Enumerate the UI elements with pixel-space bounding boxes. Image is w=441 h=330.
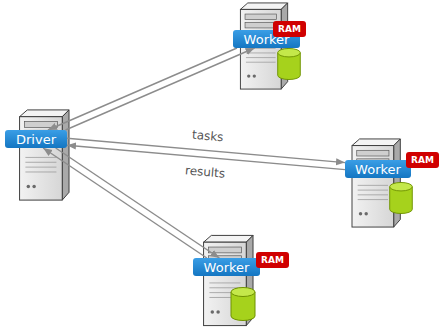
node-title: Driver <box>16 132 56 147</box>
worker-server <box>352 139 400 227</box>
disk-cylinder <box>278 48 301 79</box>
edge-label: tasks <box>189 127 226 144</box>
memory-label: RAM <box>278 24 301 34</box>
ram-badge: RAM <box>406 152 439 168</box>
node-title: Worker <box>204 260 250 275</box>
worker-box: WorkerRAM <box>193 258 260 276</box>
edge-label: results <box>182 163 227 181</box>
driver-box: Driver <box>5 130 67 148</box>
worker-box: WorkerRAM <box>345 160 411 178</box>
ram-badge: RAM <box>273 21 306 37</box>
memory-label: RAM <box>261 255 284 265</box>
connector-arrow <box>66 48 255 130</box>
connector-arrow <box>48 48 237 130</box>
worker-box: WorkerRAM <box>233 30 300 48</box>
connector-arrow <box>43 148 207 258</box>
memory-label: RAM <box>411 155 434 165</box>
ram-badge: RAM <box>256 252 289 268</box>
node-title: Worker <box>355 162 401 177</box>
disk-cylinder <box>231 288 255 321</box>
disk-cylinder <box>390 182 413 213</box>
